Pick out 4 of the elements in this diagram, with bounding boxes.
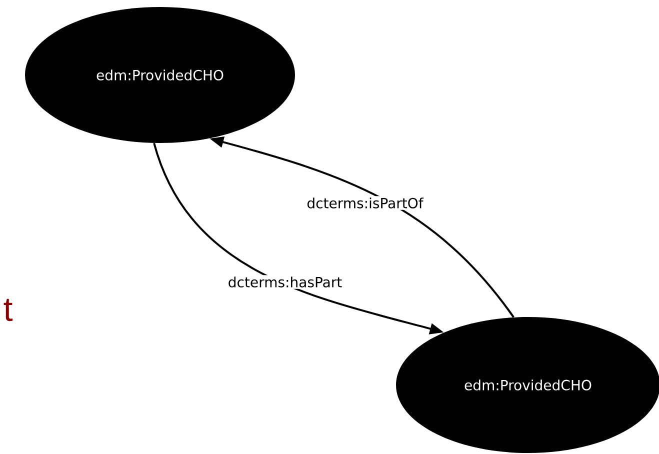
edge-label: dcterms:hasPart (226, 275, 344, 289)
ellipse-node: edm:ProvidedCHO (25, 7, 295, 143)
edge-label: dcterms:isPartOf (305, 196, 425, 210)
text-fragment: t (4, 298, 12, 322)
